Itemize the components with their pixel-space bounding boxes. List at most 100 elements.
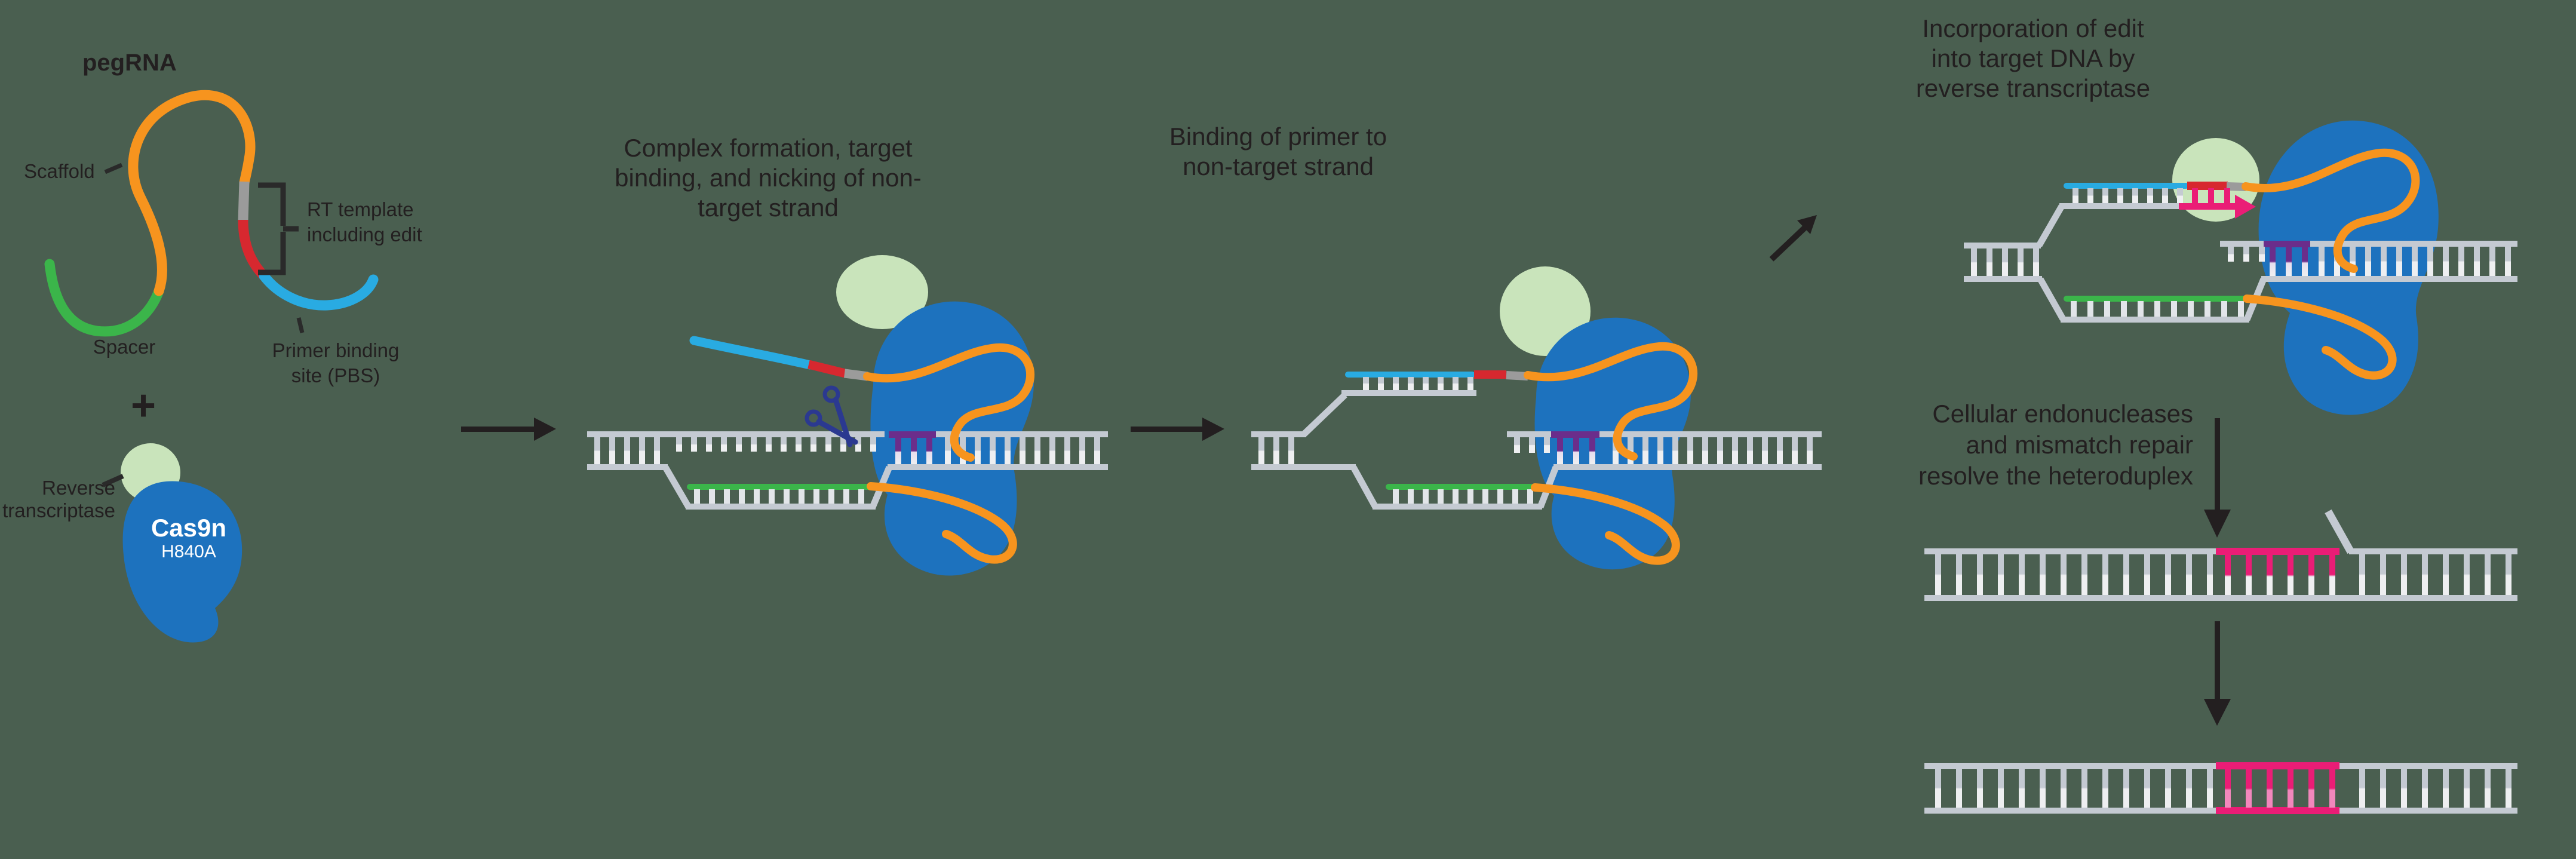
repair-label-line3: resolve the heteroduplex <box>1918 462 2193 490</box>
dna-rung <box>2396 247 2402 276</box>
spacer-target-hybrid <box>687 484 873 490</box>
plus-sign: + <box>131 382 156 430</box>
dna-rung <box>654 437 660 464</box>
dna-rung <box>1687 437 1693 464</box>
dna-top-strand <box>2349 548 2517 554</box>
dna-rung <box>911 437 917 464</box>
dna-rung <box>2087 188 2093 203</box>
cas9n-label: Cas9n <box>151 514 226 542</box>
dna-rung <box>2144 769 2150 808</box>
dna-rung <box>2308 769 2314 808</box>
dna-rung <box>2224 188 2230 203</box>
dna-rung <box>1527 489 1533 504</box>
dna-rung <box>2121 301 2127 317</box>
spacer-target-hybrid <box>1386 484 1536 490</box>
edited-strand-segment <box>2216 762 2339 769</box>
dna-rung <box>1762 437 1768 464</box>
dna-rung <box>1288 437 1294 464</box>
dna-rung <box>2246 554 2252 595</box>
panel2-title-line2: binding, and nicking of non- <box>615 164 922 192</box>
dna-rung <box>1453 377 1459 390</box>
spacer-label: Spacer <box>93 336 156 358</box>
dna-rung <box>1642 437 1648 464</box>
dna-rung <box>2443 554 2449 595</box>
dna-rungs <box>1258 377 1813 504</box>
dna-rung <box>1064 437 1070 464</box>
dna-rung <box>2040 554 2046 595</box>
dna-rung <box>1497 489 1503 504</box>
dna-rung <box>1408 489 1414 504</box>
dna-bottom-strand <box>2261 276 2517 282</box>
pegrna-scaffold-strand <box>2242 148 2420 273</box>
pegrna-linker-segment <box>238 181 250 222</box>
dna-rung <box>796 437 802 452</box>
dna-rung <box>1049 437 1055 464</box>
dna-rung <box>1512 489 1518 504</box>
dna-rung <box>1573 437 1579 464</box>
dna-rung <box>1094 437 1100 464</box>
dna-rung <box>2506 769 2511 808</box>
dna-rung <box>2458 247 2464 276</box>
arrow-step3-icon <box>1769 215 1817 262</box>
reverse-transcriptase-label-line1: Reverse <box>42 477 115 499</box>
dna-rung <box>2359 769 2365 808</box>
dna-rung <box>2188 301 2194 317</box>
dna-rung <box>2506 554 2511 595</box>
dna-rung <box>1702 437 1708 464</box>
dna-rung <box>2267 554 2273 595</box>
spacer-target-hybrid <box>2064 296 2247 302</box>
dna-rung <box>2243 247 2249 262</box>
pegrna-title: pegRNA <box>82 50 177 76</box>
dna-rung <box>2381 247 2387 276</box>
dna-rung <box>736 437 742 452</box>
dna-rung <box>2286 247 2292 276</box>
dna-rung <box>2288 554 2293 595</box>
dna-rung <box>2228 247 2234 262</box>
dna-rungs <box>1935 554 2511 595</box>
dna-top-strand <box>1251 431 1306 437</box>
dna-bottom-strand <box>1924 808 2216 814</box>
dna-rung <box>1956 769 1962 808</box>
rt-template-label-line2: including edit <box>307 223 422 246</box>
dna-rung <box>1589 437 1595 464</box>
panel2-title-line3: target strand <box>698 194 839 222</box>
dna-rung <box>1672 437 1678 464</box>
dna-rung <box>2380 769 2386 808</box>
dna-rung <box>2422 769 2428 808</box>
edited-strand-segment <box>2216 807 2339 814</box>
dna-rung <box>2225 769 2231 808</box>
dna-rung <box>2138 301 2144 317</box>
dna-rung <box>2464 554 2470 595</box>
scaffold-leader-line <box>104 162 123 174</box>
dna-bulge-bottom-strand <box>1373 504 1542 510</box>
dna-rung <box>2422 554 2428 595</box>
dna-rung <box>2104 301 2110 317</box>
dna-rung <box>2329 769 2335 808</box>
dna-rung <box>2165 554 2171 595</box>
pbs-leader-line <box>296 317 305 333</box>
dna-rung <box>2087 301 2093 317</box>
new-strand-synthesis-arrow <box>2179 195 2256 219</box>
dna-rung <box>1792 437 1798 464</box>
dna-rung <box>870 437 876 452</box>
dna-rung <box>2365 247 2371 276</box>
panel4-title-line2: into target DNA by <box>1932 44 2135 72</box>
dna-bulge-diagonal <box>1350 465 1378 509</box>
target-dna <box>1251 370 1822 510</box>
dna-rung <box>2443 769 2449 808</box>
pegrna-scaffold-strand <box>863 343 1035 462</box>
dna-rung <box>813 489 819 504</box>
dna-rung <box>2474 247 2480 276</box>
rt-template-bracket <box>258 182 299 275</box>
dna-rung <box>2225 554 2231 595</box>
dna-rung <box>2319 247 2325 276</box>
dna-rung <box>609 437 615 464</box>
dna-rung <box>2246 769 2252 808</box>
dna-rung <box>2081 554 2087 595</box>
dna-bulge-bottom-strand <box>2061 317 2249 323</box>
dna-bulge-diagonal <box>662 465 692 509</box>
dna-rung <box>2123 554 2129 595</box>
dna-bulge-diagonal <box>2037 277 2066 321</box>
panel-heteroduplex-resolution: Cellular endonucleases and mismatch repa… <box>1918 400 2517 814</box>
